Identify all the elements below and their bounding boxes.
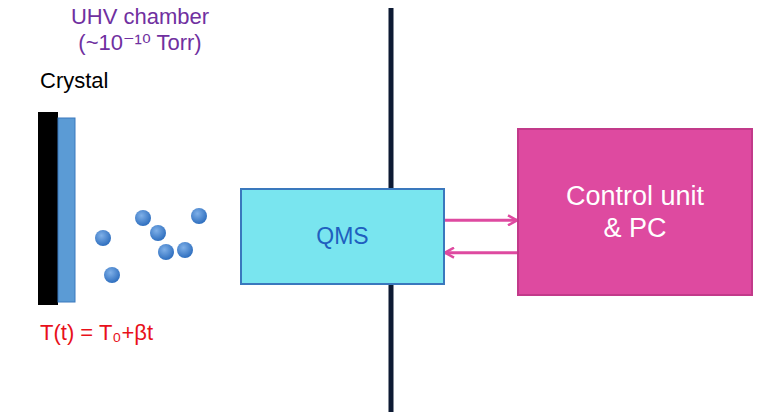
chamber-label: UHV chamber (~10⁻¹⁰ Torr)	[45, 4, 235, 57]
signal-arrow	[445, 251, 517, 254]
analyzer-box: QMS	[240, 188, 445, 285]
part-label: Crystal	[40, 68, 160, 94]
signal-arrow	[445, 219, 517, 222]
box-text: QMS	[316, 223, 368, 251]
box-text: Control unit & PC	[560, 180, 710, 245]
crystal-layer	[58, 118, 75, 302]
crystal-holder	[38, 112, 58, 305]
desorbed-molecules	[95, 208, 207, 283]
temperature-ramp: T(t) = T₀+βt	[40, 320, 280, 346]
control-box: Control unit & PC	[517, 128, 753, 296]
